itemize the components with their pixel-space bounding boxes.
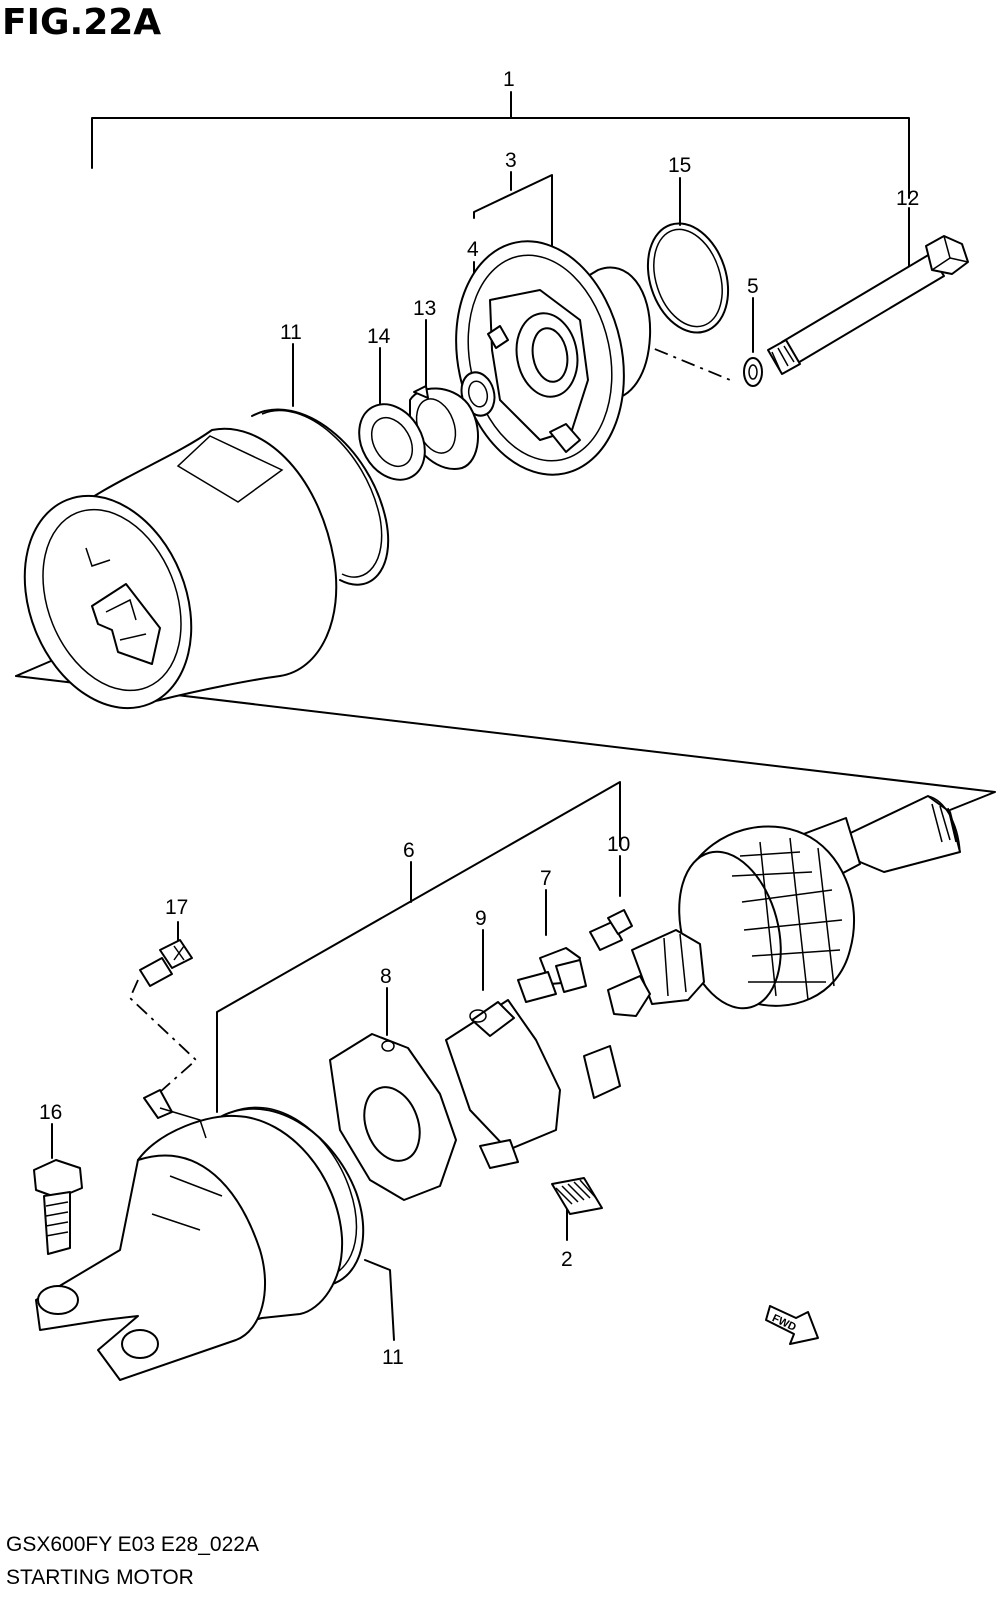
diagram-code: GSX600FY E03 E28_022A [6, 1533, 259, 1556]
end-cover-3 [455, 240, 652, 476]
bracket-item-3 [473, 171, 553, 257]
callout-17: 17 [165, 896, 188, 919]
callout-10: 10 [607, 833, 630, 856]
callout-labels: 1 3 4 15 12 5 11 14 13 10 6 7 17 9 8 16 … [39, 68, 919, 1369]
callout-3: 3 [505, 149, 517, 172]
bolt-16 [33, 1159, 83, 1255]
callout-4: 4 [467, 238, 479, 261]
o-ring-15 [646, 222, 730, 334]
bracket-item-1 [91, 91, 910, 199]
callout-14: 14 [367, 325, 391, 348]
callout-13: 13 [413, 297, 436, 320]
figure-title: FIG.22A [2, 2, 162, 43]
drive-end-housing [35, 1089, 344, 1381]
callout-2: 2 [561, 1248, 573, 1271]
callout-6: 6 [403, 839, 415, 862]
callout-16: 16 [39, 1101, 62, 1124]
callout-15: 15 [668, 154, 691, 177]
o-ring-11-lower [221, 1106, 365, 1288]
brush-plate-8 [329, 1033, 457, 1201]
callout-5: 5 [747, 275, 759, 298]
callout-11-upper: 11 [280, 321, 302, 344]
callout-7: 7 [540, 867, 552, 890]
leader-lines [51, 177, 910, 1341]
motor-housing [23, 427, 338, 710]
washer-5 [743, 357, 763, 387]
spring-2 [551, 1177, 603, 1215]
armature [607, 795, 961, 1017]
diagram-name: STARTING MOTOR [6, 1566, 194, 1589]
callout-8: 8 [380, 965, 392, 988]
callout-1: 1 [503, 68, 515, 91]
bracket-item-6 [216, 781, 621, 1113]
screw-17 [139, 939, 193, 987]
screw-10 [589, 909, 633, 951]
through-bolt-12 [767, 235, 969, 375]
callout-12: 12 [896, 187, 919, 210]
o-ring-11-upper [251, 408, 390, 586]
washer-14 [358, 403, 426, 481]
fwd-label: FWD [770, 1312, 798, 1333]
callout-9: 9 [475, 907, 487, 930]
callout-11-lower: 11 [382, 1346, 404, 1369]
fwd-arrow-icon: FWD [765, 1305, 819, 1345]
brush-holder-9 [445, 971, 621, 1169]
